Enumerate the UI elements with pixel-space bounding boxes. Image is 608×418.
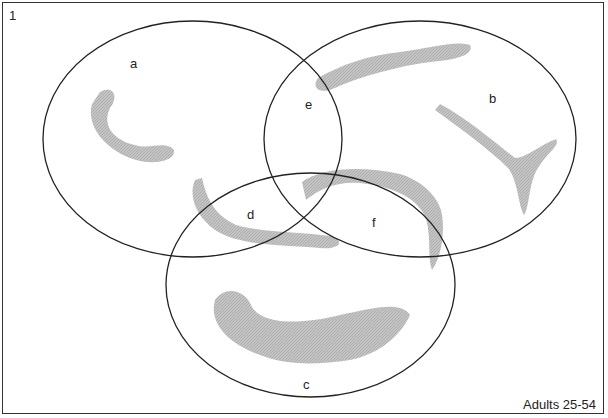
- audience-label: Adults 25-54: [523, 398, 596, 411]
- region-label: a: [130, 57, 137, 70]
- region-label: e: [305, 98, 312, 111]
- audience-ellipse: c: [165, 172, 456, 398]
- figure-number: 1: [9, 9, 16, 22]
- region-label: d: [247, 208, 254, 221]
- region-label: f: [372, 216, 376, 229]
- ellipse-outline: [263, 20, 577, 258]
- region-label: c: [303, 378, 310, 391]
- ellipse-outline: [165, 172, 456, 398]
- ellipse-outline: [42, 20, 343, 258]
- region-label: b: [489, 92, 496, 105]
- audience-ellipse: a: [42, 20, 343, 258]
- audience-ellipse: b: [263, 20, 577, 258]
